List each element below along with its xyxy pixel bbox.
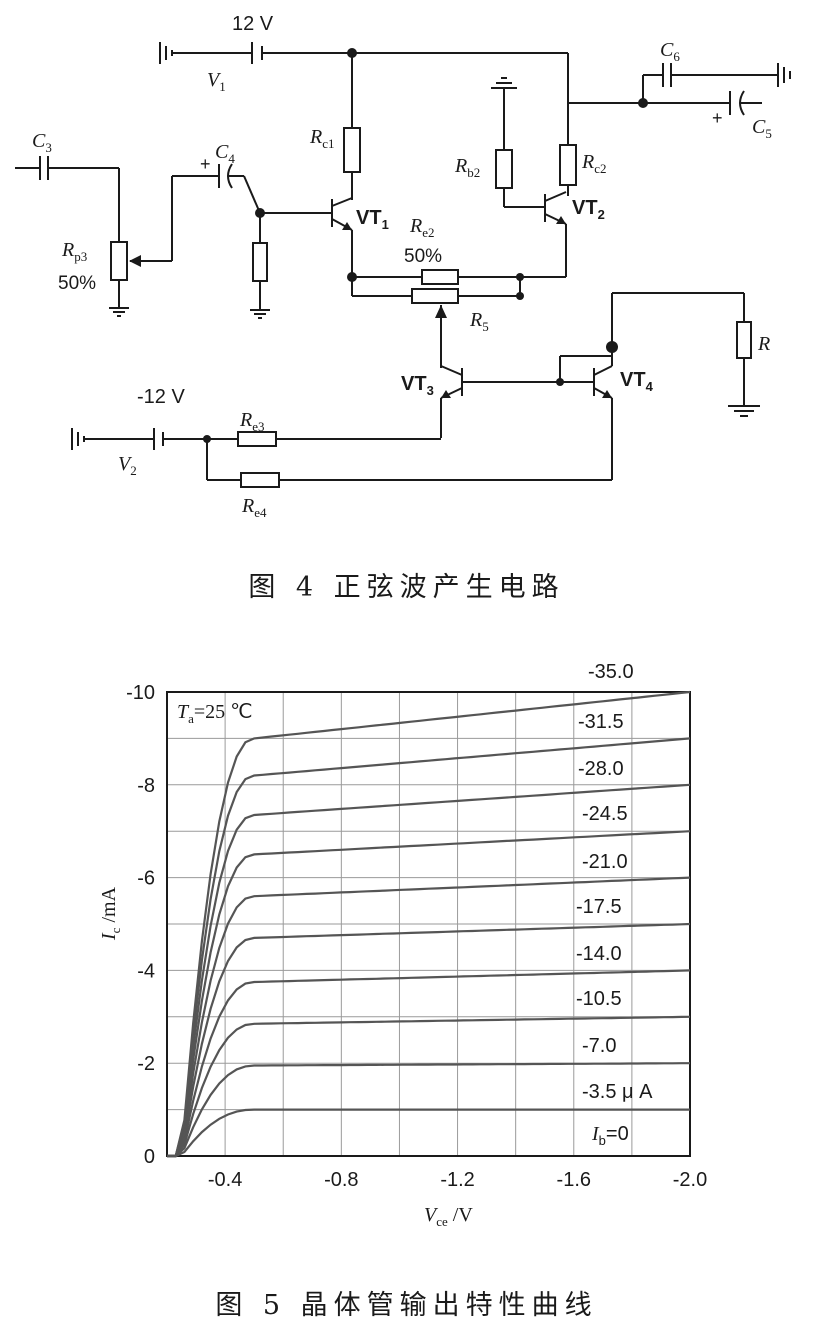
rp3-label: Rp3 (61, 239, 87, 264)
figure-5-caption: 图 5 晶体管输出特性曲线 (215, 1290, 598, 1321)
y-tick-label: 0 (144, 1146, 155, 1168)
figure-4-caption: 图 4 正弦波产生电路 (248, 572, 565, 603)
c5-label: C5 (752, 116, 772, 141)
r-label: R (757, 333, 770, 355)
vt4-label: VT4 (620, 369, 654, 394)
v1-label: V1 (207, 69, 226, 94)
c6-label: C6 (660, 39, 680, 64)
x-tick-label: -2.0 (673, 1169, 707, 1191)
rc1-label: Rc1 (309, 126, 335, 151)
series-label: -7.0 (582, 1035, 616, 1057)
resistor-r5 (411, 288, 459, 304)
chart-curves (167, 690, 691, 1158)
ground-r (728, 405, 760, 417)
transistor-vt1 (331, 197, 353, 277)
x-tick-label: -0.4 (208, 1169, 242, 1191)
resistor-re4 (240, 472, 280, 488)
resistor-rc2 (559, 144, 577, 186)
c4-plus: + (200, 154, 211, 174)
r5-label: R5 (469, 309, 489, 334)
series-label: -3.5 μ A (582, 1081, 653, 1103)
characteristic-curve (167, 690, 691, 1158)
x-tick-label: -1.2 (440, 1169, 474, 1191)
junction-dot (516, 292, 524, 300)
re4-label: Re4 (241, 495, 267, 520)
characteristic-curve (167, 1015, 691, 1158)
v1-voltage-label: 12 V (232, 13, 274, 35)
resistor-rb2 (495, 149, 513, 189)
rb2-label: Rb2 (454, 155, 480, 180)
vt2-label: VT2 (572, 197, 605, 222)
c3-label: C3 (32, 130, 52, 155)
y-tick-label: -2 (137, 1053, 155, 1075)
resistor-rb1 (252, 242, 268, 282)
circuit-diagram: 12 V V1 Rc1 Rc2 C6 + C5 Rb2 (15, 13, 791, 520)
characteristic-curve (167, 922, 691, 1158)
series-label: -35.0 (588, 661, 634, 683)
vt1-label: VT1 (356, 207, 389, 232)
characteristic-curve (167, 969, 691, 1158)
transistor-vt4 (560, 347, 613, 480)
characteristic-curve (167, 737, 691, 1158)
characteristic-curve (167, 830, 691, 1158)
resistor-re2 (421, 269, 459, 285)
y-tick-label: -4 (137, 960, 155, 982)
resistor-r (736, 321, 752, 359)
re2-percent: 50% (404, 246, 442, 267)
characteristic-curve (167, 783, 691, 1158)
series-label: -31.5 (578, 711, 624, 733)
series-label: -17.5 (576, 896, 622, 918)
rc2-label: Rc2 (581, 151, 607, 176)
characteristic-curve (167, 1062, 690, 1158)
x-axis-label: Vce /V (424, 1204, 473, 1229)
potentiometer-rp3 (110, 241, 128, 281)
series-label: -14.0 (576, 943, 622, 965)
re2-label: Re2 (409, 215, 435, 240)
chart-grid (167, 692, 690, 1156)
transistor-vt2 (544, 191, 567, 277)
chart-ticks: -0.4 -0.8 -1.2 -1.6 -2.0 0 -2 -4 -6 -8 -10 (126, 682, 707, 1191)
re3-label: Re3 (239, 409, 265, 434)
c5-plus: + (712, 108, 723, 128)
x-tick-label: -0.8 (324, 1169, 358, 1191)
transistor-vt3 (440, 365, 560, 438)
y-tick-label: -10 (126, 682, 155, 704)
characteristic-curve (167, 876, 691, 1158)
chart-frame (166, 691, 691, 1157)
y-tick-label: -6 (137, 868, 155, 890)
v2-label: V2 (118, 453, 137, 478)
chart-series-labels: Ib=0 -3.5 μ A -7.0 -10.5 -14.0 -17.5 -21.0 -24.… (576, 661, 653, 1148)
v2-battery (71, 428, 238, 450)
ground-c6 (777, 63, 791, 87)
series-label: -21.0 (582, 851, 628, 873)
v2-voltage-label: -12 V (137, 386, 185, 408)
c4-label: C4 (215, 141, 235, 166)
vt3-label: VT3 (401, 373, 434, 398)
rp3-percent: 50% (58, 273, 96, 294)
v1-battery (159, 42, 568, 64)
series-label: Ib=0 (591, 1123, 629, 1148)
characteristic-curve (167, 1108, 690, 1158)
ground-rp3 (109, 307, 129, 317)
y-axis-label: Ic /mA (98, 886, 123, 941)
ground-rb2 (491, 77, 517, 89)
series-label: -24.5 (582, 803, 628, 825)
plot-border (166, 691, 691, 1157)
y-tick-label: -8 (137, 775, 155, 797)
resistor-re3 (237, 431, 277, 447)
ground-rb1 (250, 309, 270, 319)
resistor-rc1 (343, 127, 361, 173)
series-label: -28.0 (578, 758, 624, 780)
x-tick-label: -1.6 (557, 1169, 591, 1191)
temperature-annotation: Ta=25 ℃ (177, 701, 253, 726)
series-label: -10.5 (576, 988, 622, 1010)
